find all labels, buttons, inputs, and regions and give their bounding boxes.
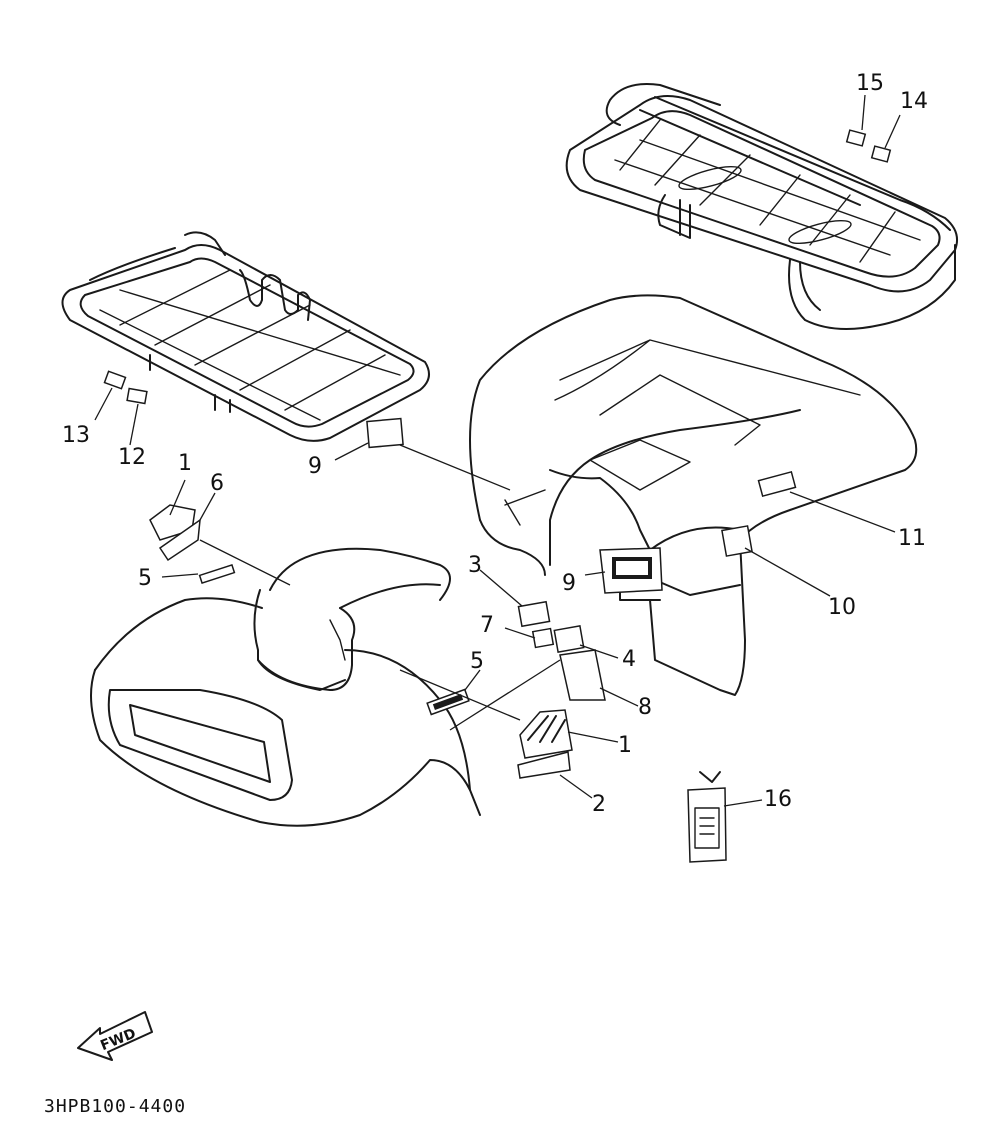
- callout-7: 7: [480, 613, 494, 638]
- callout-14: 14: [900, 89, 928, 114]
- decal-1-emblem: [519, 709, 573, 759]
- callout-15: 15: [856, 71, 884, 96]
- warning-tag-16: [687, 771, 727, 863]
- callout-10: 10: [828, 595, 856, 620]
- callout-9-upper: 9: [308, 454, 322, 479]
- decal-7: [531, 627, 555, 649]
- rear-carrier: [565, 83, 958, 330]
- leader-lines: [94, 94, 901, 807]
- callout-9-badge: 9: [562, 571, 576, 596]
- fwd-label: FWD: [98, 1026, 138, 1055]
- callout-2: 2: [592, 792, 606, 817]
- front-fender: [90, 547, 481, 827]
- callout-13: 13: [62, 423, 90, 448]
- front-carrier: [61, 231, 430, 442]
- decal-3: [517, 600, 551, 628]
- decal-14: [870, 145, 892, 163]
- decal-5-strip: [198, 563, 236, 585]
- callout-1-emblem: 1: [618, 733, 632, 758]
- callout-1-left: 1: [178, 451, 192, 476]
- decal-8: [559, 649, 606, 701]
- callout-3: 3: [468, 553, 482, 578]
- callout-8: 8: [638, 695, 652, 720]
- decal-12: [126, 387, 148, 405]
- diagram-code: 3HPB100-4400: [44, 1096, 186, 1117]
- decal-10: [721, 525, 753, 557]
- decal-15: [845, 129, 867, 147]
- callouts: 15 14 13 12 9 1 6 5 3 9 11 10 7 4 5 8 1 …: [62, 71, 928, 817]
- decal-13: [103, 370, 127, 390]
- callout-4: 4: [622, 647, 636, 672]
- decal-9-badge: [599, 547, 663, 594]
- callout-16: 16: [764, 787, 792, 812]
- fwd-arrow: FWD: [77, 1011, 153, 1061]
- decal-6: [158, 518, 201, 562]
- decal-11: [757, 470, 797, 498]
- callout-12: 12: [118, 445, 146, 470]
- decal-2: [517, 751, 571, 779]
- callout-5-strip: 5: [138, 566, 152, 591]
- callout-11: 11: [898, 526, 926, 551]
- callout-5-tank: 5: [470, 649, 484, 674]
- decal-4: [553, 625, 585, 653]
- callout-6: 6: [210, 471, 224, 496]
- decal-9-upper: [366, 417, 404, 449]
